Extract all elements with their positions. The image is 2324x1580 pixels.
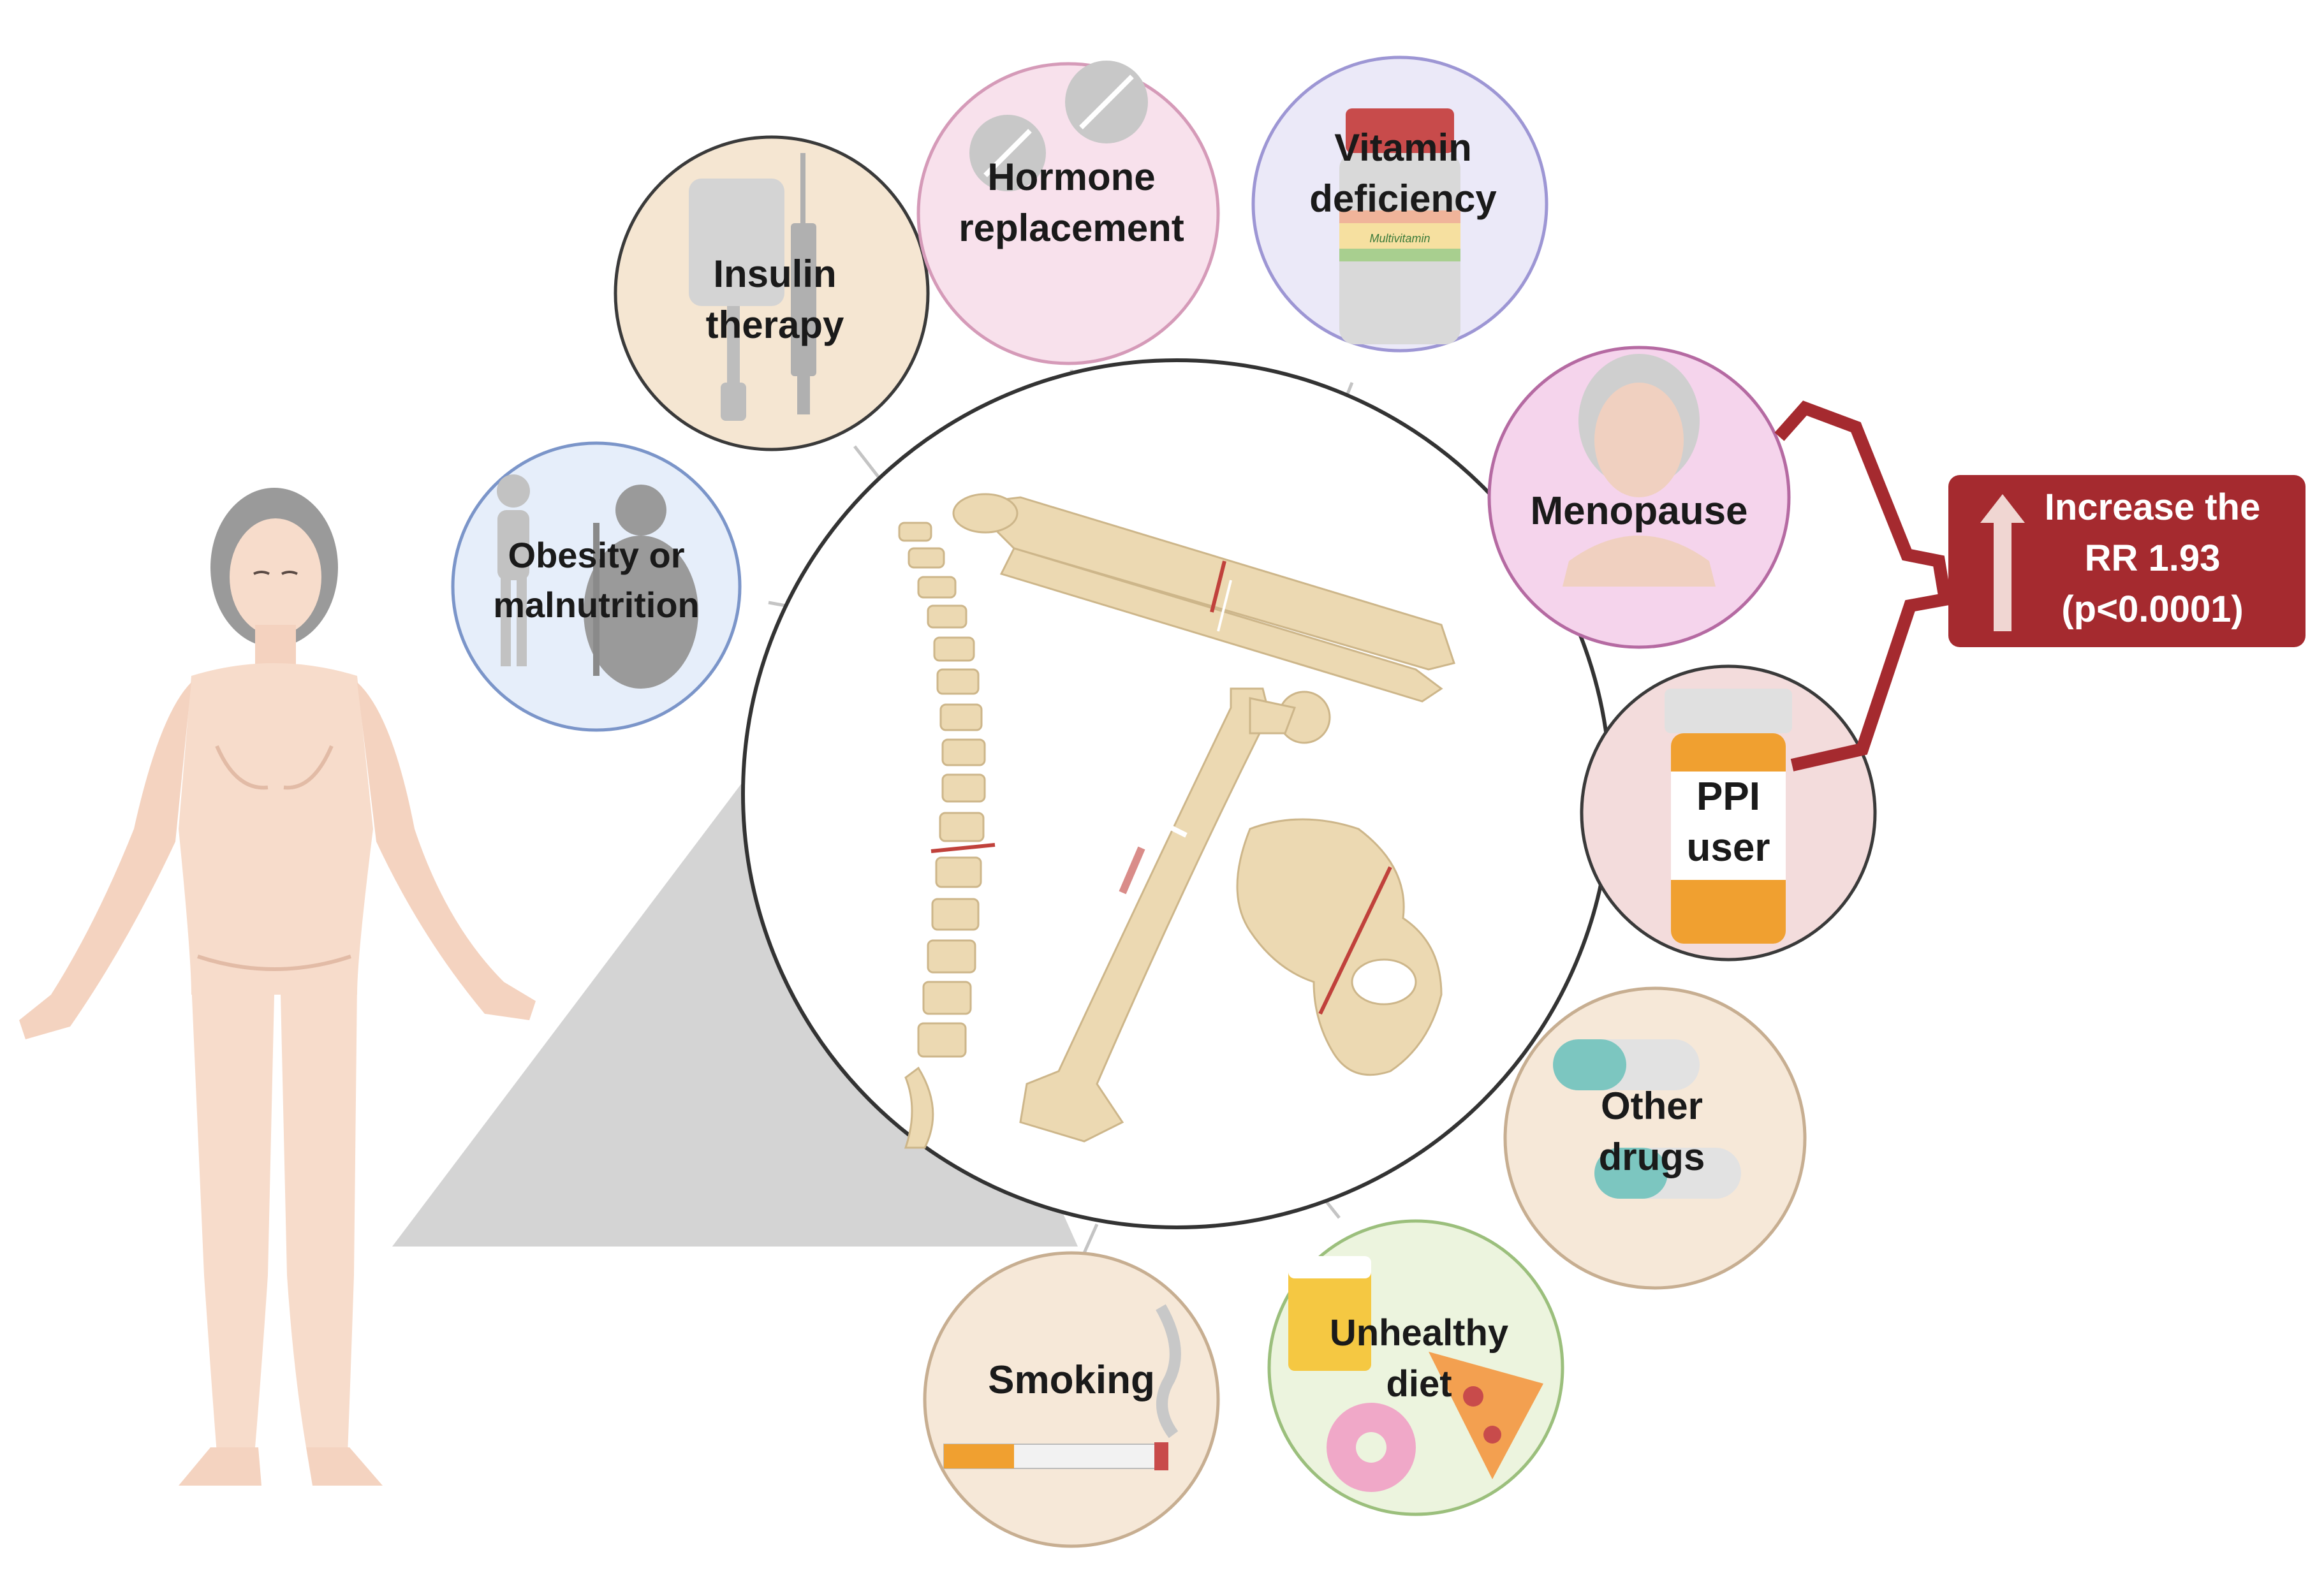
pills-icon bbox=[969, 61, 1148, 191]
ppi-label-2: user bbox=[1687, 826, 1770, 870]
beer-pizza-donut-icon bbox=[1288, 1256, 1543, 1492]
ppi-label-1: PPI bbox=[1696, 775, 1760, 819]
pill-bottle-icon bbox=[1665, 689, 1792, 944]
factor-vitamin: Multivitamin Vitamin deficiency bbox=[1251, 55, 1548, 353]
iv-bag-icon bbox=[689, 179, 784, 421]
factor-unhealthy-diet: Unhealthy diet bbox=[1267, 1219, 1564, 1516]
obesity-label-1: Obesity or bbox=[508, 535, 685, 575]
insulin-label-1: Insulin bbox=[713, 252, 836, 295]
result-badge: Increase the RR 1.93 (p<0.0001) bbox=[1948, 475, 2306, 647]
hormone-label-2: replacement bbox=[959, 207, 1184, 249]
factor-hormone: Hormone replacement bbox=[916, 61, 1220, 365]
insulin-label-2: therapy bbox=[706, 304, 844, 346]
diet-label-2: diet bbox=[1386, 1363, 1452, 1405]
hormone-label-1: Hormone bbox=[987, 156, 1155, 198]
bones-illustration-icon bbox=[741, 358, 1612, 1229]
badge-line-3: (p<0.0001) bbox=[2061, 589, 2243, 630]
factor-smoking: Smoking bbox=[923, 1251, 1220, 1548]
factor-insulin: Insulin therapy bbox=[614, 135, 930, 451]
bracket-connector bbox=[1774, 400, 1953, 772]
bottle-label: Multivitamin bbox=[1369, 232, 1430, 245]
diet-label-1: Unhealthy bbox=[1330, 1312, 1508, 1354]
other-drugs-label-1: Other bbox=[1601, 1085, 1703, 1127]
factor-obesity: Obesity or malnutrition bbox=[451, 441, 742, 732]
arrow-up-icon bbox=[1980, 494, 2025, 631]
capsules-icon bbox=[1553, 1039, 1741, 1199]
smoking-label: Smoking bbox=[988, 1358, 1155, 1402]
badge-line-1: Increase the bbox=[2045, 486, 2261, 528]
face-icon bbox=[1563, 354, 1716, 587]
vitamin-label-2: deficiency bbox=[1309, 177, 1497, 220]
menopause-label: Menopause bbox=[1530, 489, 1747, 533]
factor-other-drugs: Other drugs bbox=[1503, 986, 1807, 1290]
badge-line-2: RR 1.93 bbox=[2085, 538, 2221, 579]
factor-ppi: PPI user bbox=[1580, 664, 1877, 962]
factor-menopause: Menopause bbox=[1487, 346, 1791, 649]
cigarette-icon bbox=[943, 1304, 1181, 1470]
other-drugs-label-2: drugs bbox=[1599, 1136, 1705, 1178]
vitamin-bottle-icon: Multivitamin bbox=[1339, 108, 1460, 344]
obesity-label-2: malnutrition bbox=[493, 585, 700, 625]
vitamin-label-1: Vitamin bbox=[1334, 126, 1472, 169]
syringe-icon bbox=[791, 153, 816, 414]
scale-figures-icon bbox=[497, 474, 698, 689]
